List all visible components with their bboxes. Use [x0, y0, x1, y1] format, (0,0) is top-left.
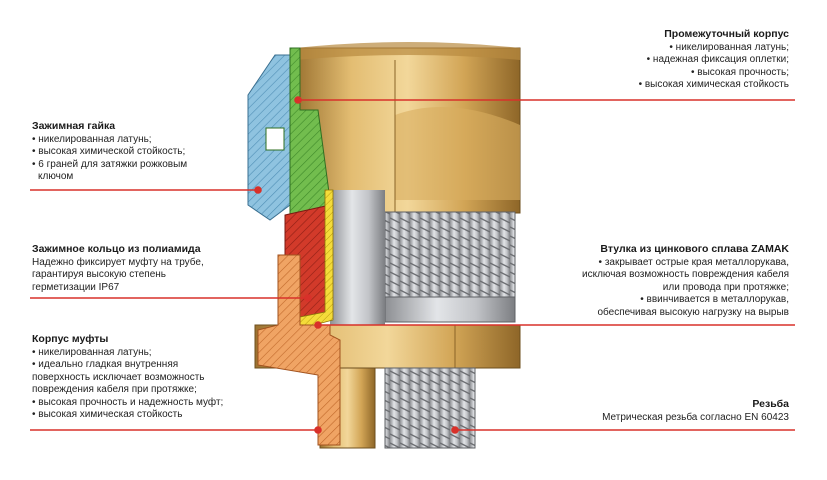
callout-coupling-body: Корпус муфты • никелированная латунь; • … — [32, 333, 223, 422]
callout-line: • надежная фиксация оплетки; — [646, 54, 789, 65]
callout-line: • никелированная латунь; — [32, 133, 152, 145]
callout-line: • высокая прочность; — [691, 66, 789, 78]
callout-clamping-nut: Зажимная гайка • никелированная латунь; … — [32, 120, 187, 184]
callout-line: • закрывает острые края металлорукава, — [598, 256, 789, 268]
callout-line: • высокая химической стойкость; — [32, 146, 186, 157]
callout-title: Втулка из цинкового сплава ZAMAK — [600, 243, 789, 255]
coupling-body-section — [257, 254, 341, 446]
callout-line: гарантируя высокую степень — [32, 269, 167, 280]
callout-line: повреждения кабеля при протяжке; — [32, 384, 197, 395]
callout-line: поверхность исключает возможность — [32, 371, 205, 383]
callout-line: или провода при протяжке; — [662, 281, 789, 293]
callout-clamping-ring: Зажимное кольцо из полиамида Надежно фик… — [32, 243, 204, 294]
callout-title: Резьба — [752, 398, 789, 410]
callout-line: ключом — [38, 171, 74, 182]
callout-title: Зажимное кольцо из полиамида — [32, 243, 201, 255]
callout-line: обеспечивая высокую нагрузку на вырыв — [597, 306, 789, 318]
callout-line: Метрическая резьба согласно EN 60423 — [602, 411, 789, 423]
callout-line: • ввинчивается в металлорукав, — [640, 294, 789, 305]
callout-line: • высокая прочность и надежность муфт; — [32, 396, 224, 408]
callout-title: Корпус муфты — [32, 333, 109, 345]
callout-line: • 6 граней для затяжки рожковым — [32, 158, 188, 170]
leader-lines — [30, 96, 795, 434]
thread-shape — [319, 367, 476, 449]
callout-line: • никелированная латунь; — [669, 41, 789, 53]
zamak-bushing-shape — [384, 211, 516, 323]
intermediate-body-shape — [294, 42, 521, 214]
callout-thread: Резьба Метрическая резьба согласно EN 60… — [602, 398, 789, 424]
callout-intermediate-body: Промежуточный корпус • никелированная ла… — [639, 28, 789, 92]
callout-line: герметизации IP67 — [32, 281, 120, 293]
callout-line: исключая возможность повреждения кабеля — [582, 269, 789, 280]
pipe-cut — [330, 190, 385, 325]
callout-title: Зажимная гайка — [32, 120, 116, 132]
callout-line: • никелированная латунь; — [32, 346, 152, 358]
callout-line: • идеально гладкая внутренняя — [32, 359, 179, 370]
callout-line: • высокая химическая стойкость — [638, 79, 789, 90]
callout-line: Надежно фиксирует муфту на трубе, — [32, 256, 204, 268]
callout-line: • высокая химическая стойкость — [32, 409, 183, 420]
callout-bushing: Втулка из цинкового сплава ZAMAK • закры… — [582, 243, 789, 319]
callout-title: Промежуточный корпус — [664, 28, 789, 40]
